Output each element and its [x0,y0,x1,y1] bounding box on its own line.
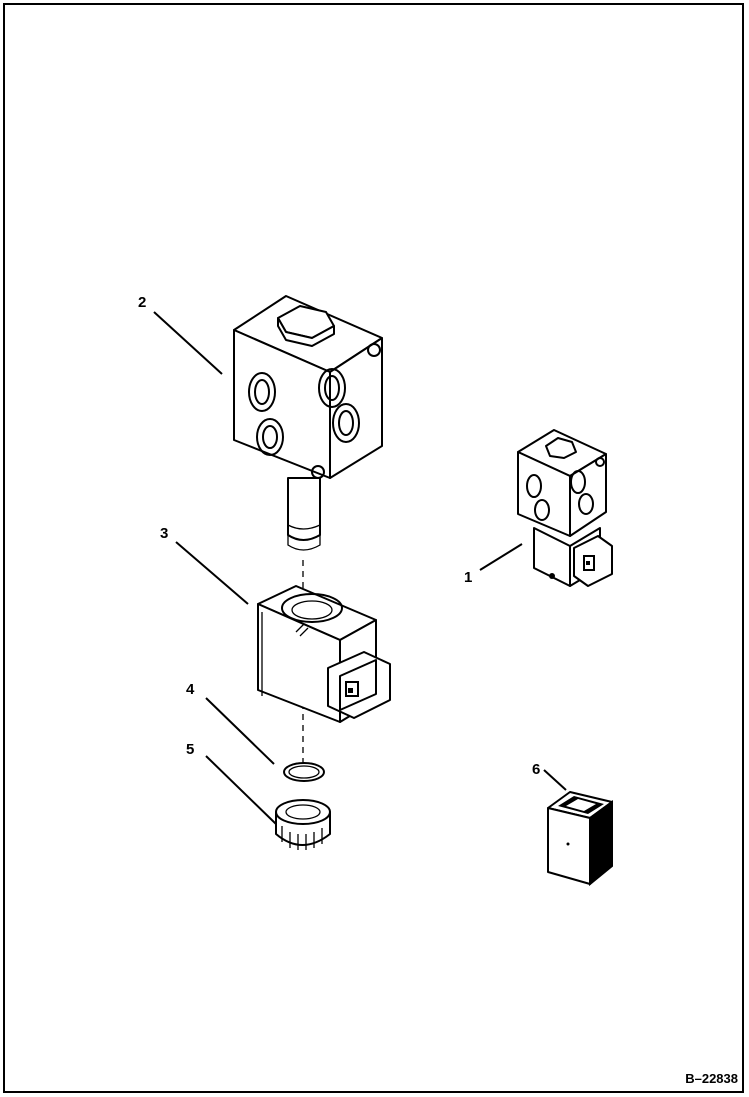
part-2-valve-body[interactable] [233,295,383,551]
page-border [3,3,744,1093]
part-5-knurled-nut[interactable] [275,799,331,850]
leader-line-5 [205,755,277,825]
part-4-o-ring[interactable] [283,762,325,782]
leader-line-1 [479,543,523,571]
part-3-solenoid-coil[interactable] [257,585,391,723]
callout-2: 2 [138,294,146,311]
callout-6: 6 [532,761,540,778]
leader-line-4 [205,697,275,765]
callout-5: 5 [186,741,194,758]
part-6-box[interactable] [547,791,613,887]
callout-4: 4 [186,681,195,698]
callout-3: 3 [160,525,168,542]
callout-1: 1 [464,569,472,586]
leader-line-6 [543,769,567,791]
leader-line-3 [175,541,249,605]
leader-line-2 [153,311,223,375]
figure-id: B–22838 [685,1071,738,1086]
part-1-valve-assembly[interactable] [517,429,613,587]
